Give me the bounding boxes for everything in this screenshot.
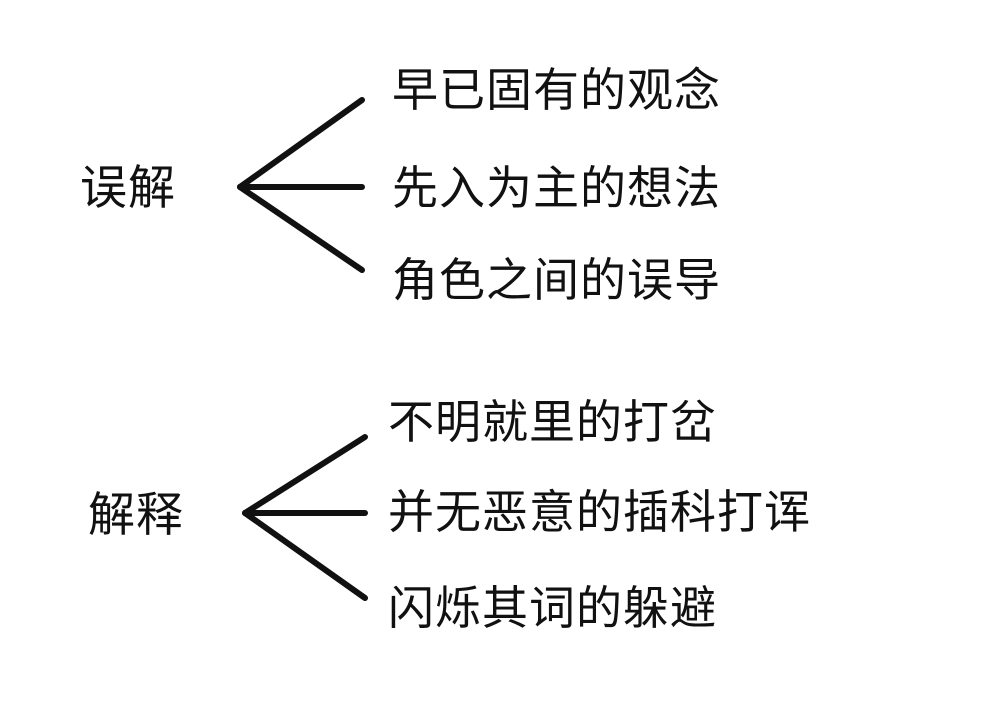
group-1-branch-1: 早已固有的观念 [392, 63, 721, 117]
connector-g2-bottom [242, 510, 368, 601]
group-2-branch-3: 闪烁其词的躲避 [388, 581, 717, 635]
group-1-root-label: 误解 [80, 161, 176, 216]
connector-g1-top [237, 97, 365, 190]
group-1-branch-2: 先入为主的想法 [392, 161, 721, 215]
group-1-branch-3: 角色之间的误导 [392, 253, 721, 307]
connector-g2-top [242, 434, 368, 516]
group-2-root-label: 解释 [88, 488, 184, 543]
group-2-branch-2: 并无恶意的插科打诨 [388, 485, 811, 539]
connector-g1-bottom [237, 184, 365, 273]
group-2-branch-1: 不明就里的打岔 [388, 395, 717, 449]
